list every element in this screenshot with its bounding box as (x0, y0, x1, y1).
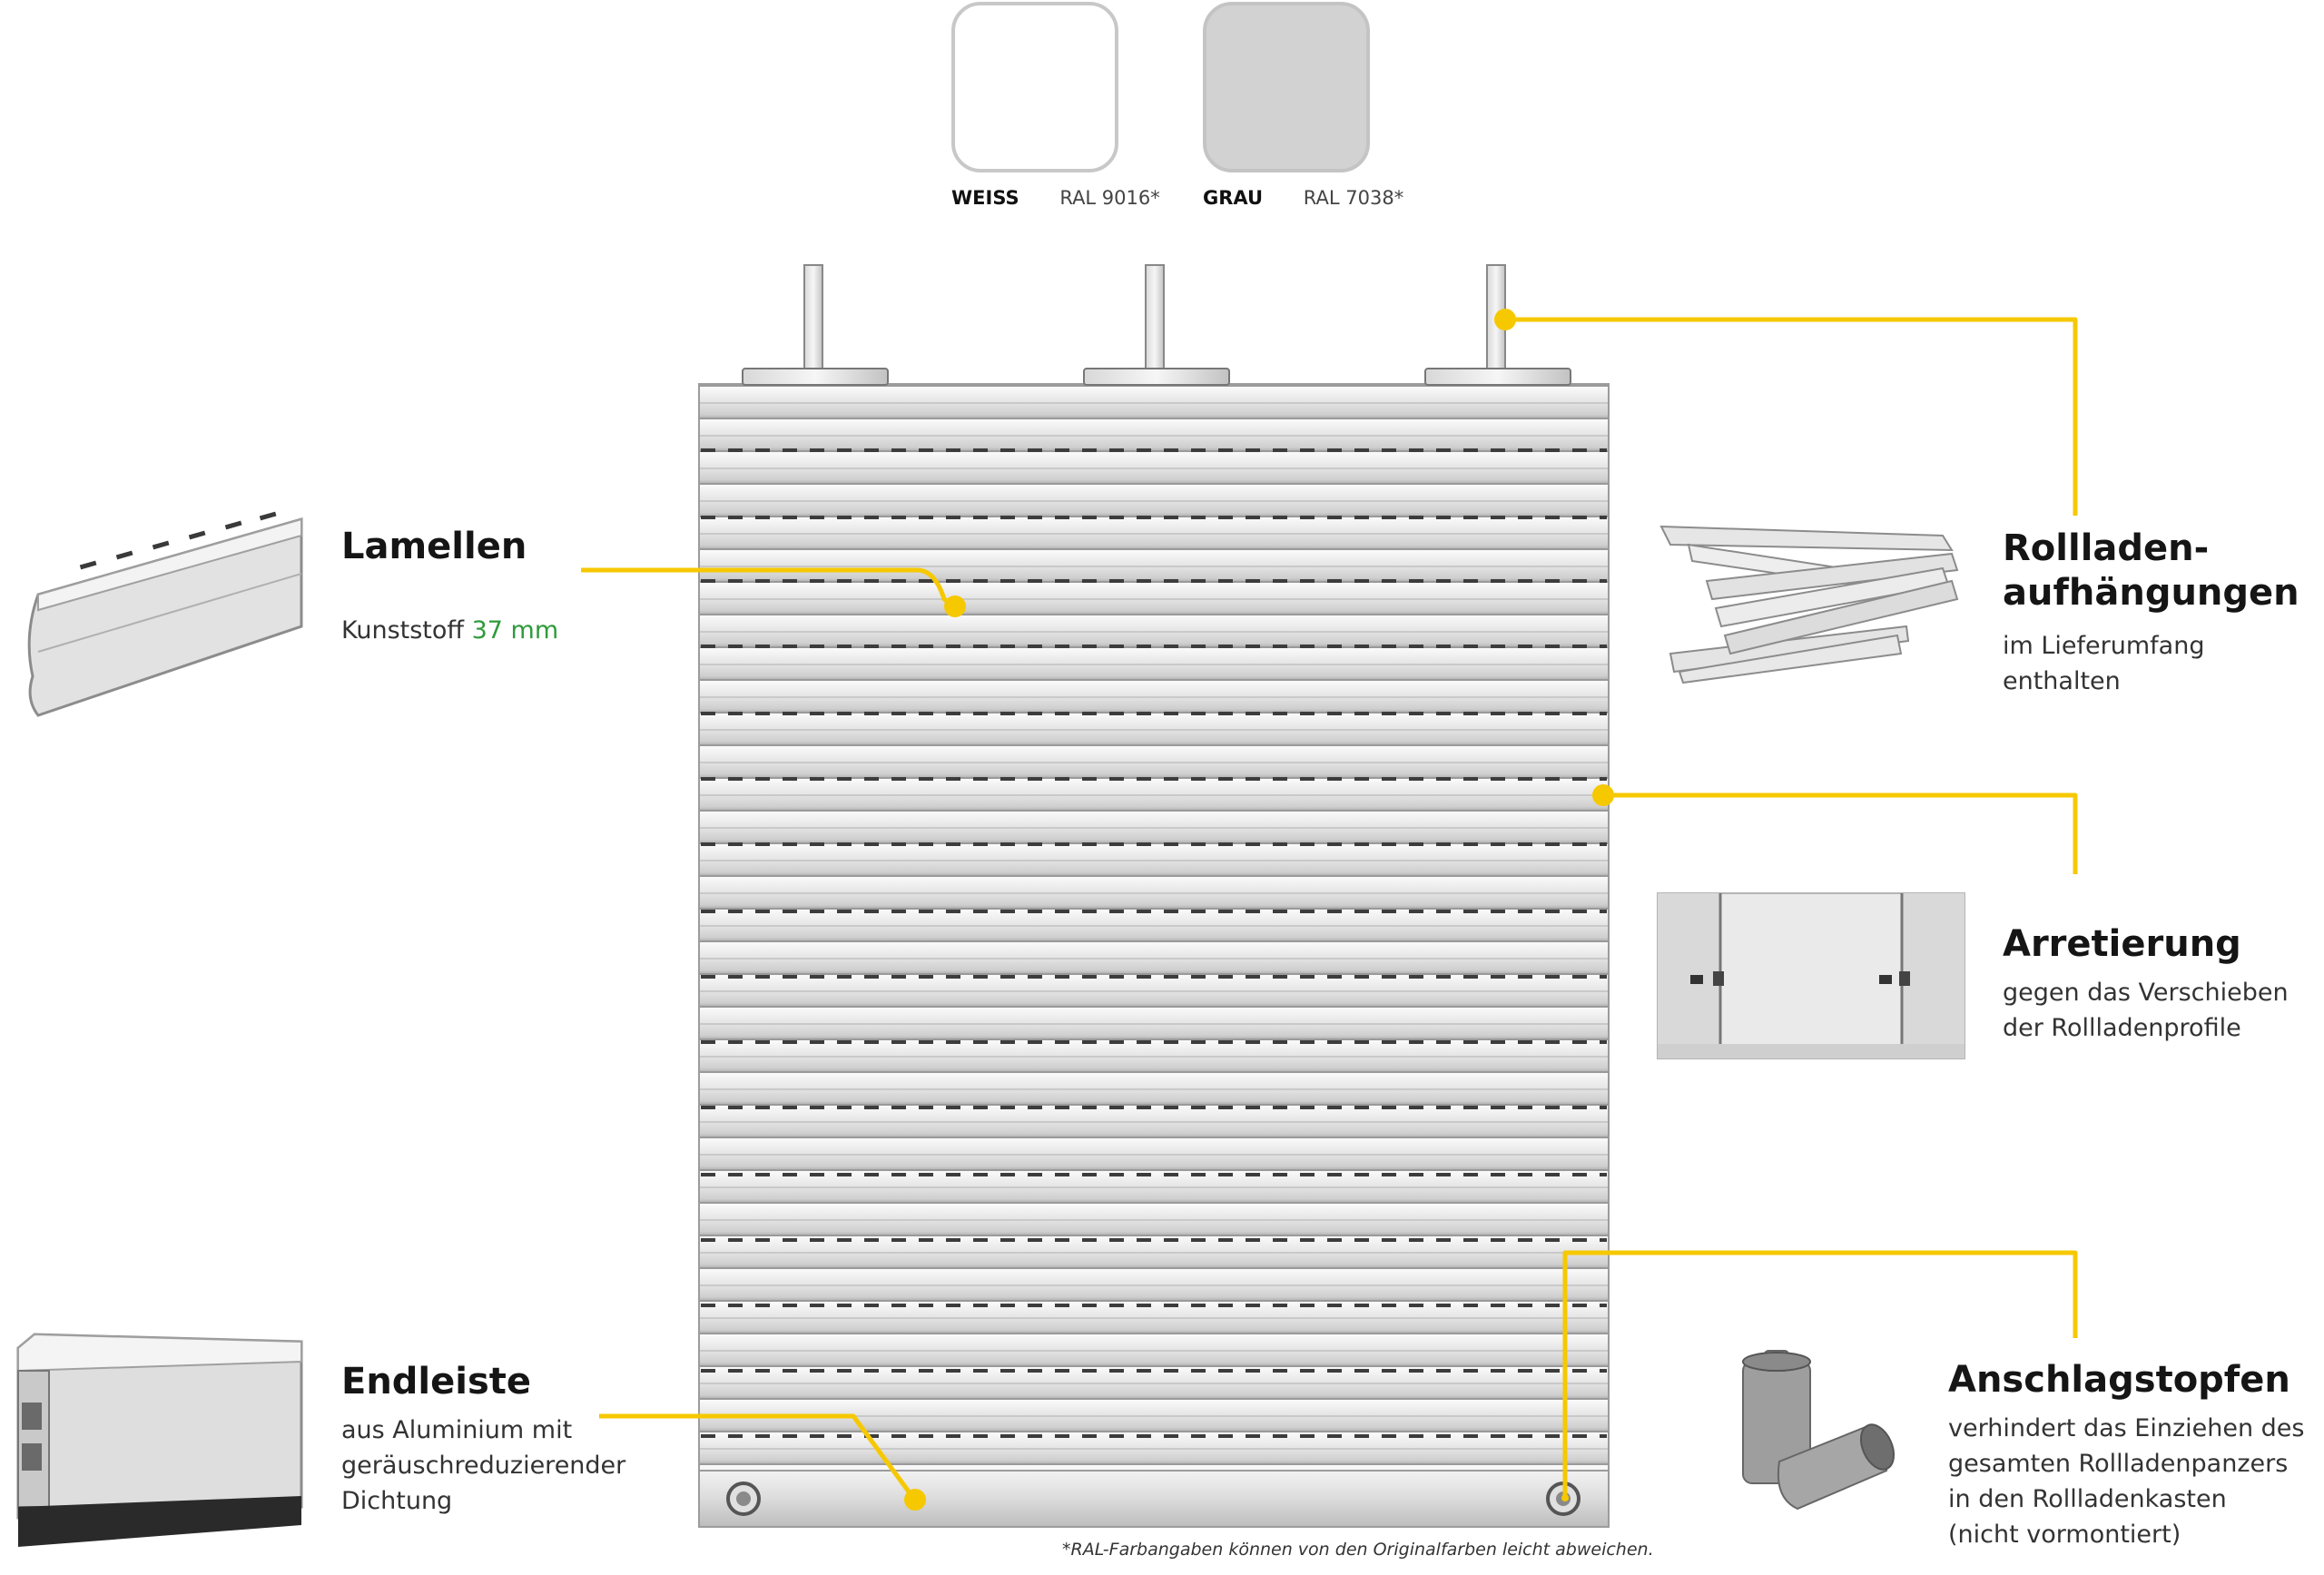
endleiste-sub: aus Aluminium mit geräuschreduzierender … (341, 1416, 626, 1516)
end-rail (698, 1470, 1610, 1528)
callout-dot-anschlagstopfen (1561, 1494, 1569, 1501)
lamellen-sub-prefix: Kunststoff (341, 616, 472, 645)
callout-line-arretierung (1603, 792, 2078, 874)
hanger-1 (742, 264, 889, 386)
swatch-grey-label: GRAU RAL 7038* (1203, 187, 1403, 209)
callout-line-lamellen (581, 567, 957, 609)
arretierung-title: Arretierung (2003, 923, 2241, 965)
swatch-white-label: WEISS RAL 9016* (951, 187, 1160, 209)
ral-disclaimer-footnote: *RAL-Farbangaben können von den Original… (1062, 1540, 1654, 1560)
slat-profile-icon (27, 511, 303, 717)
locking-detail-icon (1657, 892, 1965, 1059)
callout-dot-endleiste (904, 1489, 926, 1511)
callout-line-endleiste (599, 1413, 916, 1500)
hanger-2 (1083, 264, 1230, 386)
lamellen-sub-size: 37 mm (471, 616, 559, 645)
swatch-white-ral: RAL 9016* (1059, 187, 1160, 209)
aufhaengungen-title: Rollladen- aufhängungen (2003, 527, 2299, 615)
stopper-plugs-icon (1742, 1350, 1896, 1511)
swatch-grey[interactable] (1203, 2, 1370, 172)
stopper-left (726, 1481, 761, 1516)
aufhaengungen-title-line2: aufhängungen (2003, 571, 2299, 614)
lamellen-title: Lamellen (341, 526, 527, 567)
shutter-curtain (698, 383, 1610, 1528)
callout-dot-aufhaengungen (1494, 309, 1516, 330)
callout-line-anschlagstopfen (1562, 1250, 2078, 1498)
end-rail-profile-icon (16, 1333, 303, 1547)
swatch-white-name: WEISS (951, 187, 1019, 209)
swatch-grey-ral: RAL 7038* (1303, 187, 1404, 209)
anschlagstopfen-title: Anschlagstopfen (1948, 1359, 2290, 1401)
hanger-straps-icon (1659, 525, 1959, 684)
swatch-grey-name: GRAU (1203, 187, 1264, 209)
callout-line-aufhaengungen (1505, 317, 2078, 516)
callout-dot-lamellen (944, 596, 966, 617)
lamellen-sub: Kunststoff 37 mm (341, 577, 558, 648)
arretierung-sub: gegen das Verschieben der Rollladenprofi… (2003, 979, 2289, 1043)
aufhaengungen-sub: im Lieferumfang enthalten (2003, 632, 2205, 696)
swatch-white[interactable] (951, 2, 1118, 172)
anschlagstopfen-sub: verhindert das Einziehen des gesamten Ro… (1948, 1414, 2305, 1550)
callout-dot-arretierung (1592, 784, 1614, 806)
aufhaengungen-title-line1: Rollladen- (2003, 527, 2210, 569)
endleiste-title: Endleiste (341, 1361, 532, 1403)
